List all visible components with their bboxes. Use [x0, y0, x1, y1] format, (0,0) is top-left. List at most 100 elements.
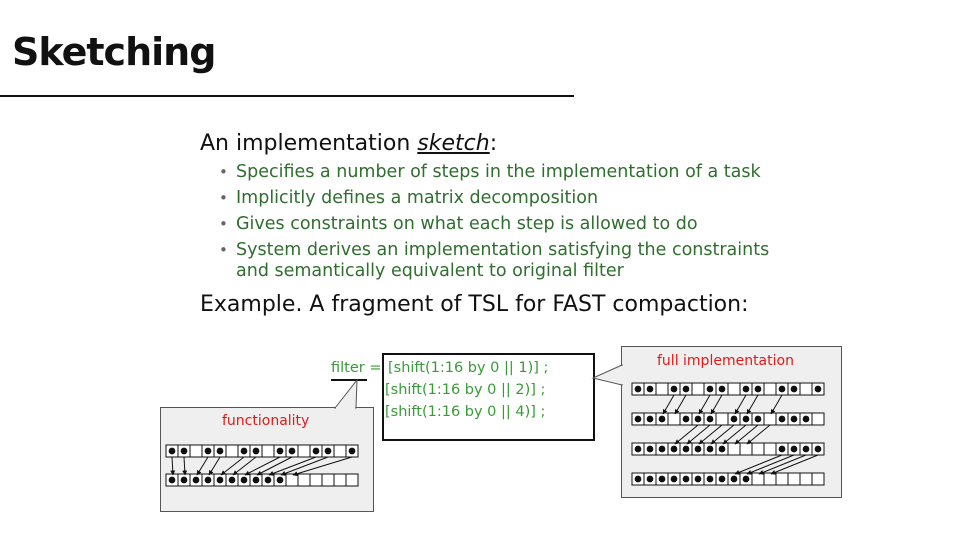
element-dot [646, 445, 654, 453]
array-cell [297, 473, 311, 487]
move-arrow [674, 424, 699, 445]
array-cell [751, 472, 765, 486]
element-dot [658, 445, 666, 453]
move-arrow [746, 454, 795, 475]
bullet-item: •Implicitly defines a matrix decompositi… [216, 188, 776, 209]
element-dot [276, 447, 284, 455]
code-line: [shift(1:16 by 0 || 2)] ; [385, 382, 546, 398]
element-dot [204, 447, 212, 455]
functionality-diagram [165, 444, 359, 487]
move-arrow [746, 424, 771, 445]
array-cell [763, 412, 777, 426]
element-dot [204, 476, 212, 484]
element-dot [718, 475, 726, 483]
array-cell [811, 412, 825, 426]
bullet-list: •Specifies a number of steps in the impl… [216, 162, 776, 287]
element-dot [718, 445, 726, 453]
implementation-diagram [631, 382, 825, 486]
array-cell [811, 472, 825, 486]
code-line: [shift(1:16 by 0 || 1)] ; [388, 360, 549, 376]
bullet-dot-icon: • [219, 163, 228, 181]
array-cell [225, 444, 239, 458]
code-box [382, 353, 595, 441]
slide-title: Sketching [12, 30, 216, 74]
element-dot [778, 385, 786, 393]
move-arrow [758, 454, 807, 475]
array-cell [751, 442, 765, 456]
array-row [631, 412, 825, 426]
intro-line: An implementation sketch: [200, 131, 497, 156]
element-dot [742, 385, 750, 393]
element-dot [288, 447, 296, 455]
title-divider [0, 95, 574, 97]
array-cell [309, 473, 323, 487]
move-arrow [710, 394, 723, 415]
element-dot [706, 385, 714, 393]
element-dot [754, 385, 762, 393]
array-cell [189, 444, 203, 458]
move-arrow [196, 456, 209, 476]
bullet-dot-icon: • [219, 215, 228, 233]
element-dot [682, 415, 690, 423]
element-dot [742, 415, 750, 423]
element-dot [694, 415, 702, 423]
move-arrow [268, 456, 317, 476]
element-dot [634, 415, 642, 423]
functionality-callout-pointer [333, 378, 358, 409]
move-arrow [722, 424, 747, 445]
array-row [631, 382, 825, 396]
example-heading: Example. A fragment of TSL for FAST comp… [200, 292, 749, 317]
element-dot [168, 476, 176, 484]
array-cell [655, 382, 669, 396]
element-dot [790, 415, 798, 423]
element-dot [790, 445, 798, 453]
element-dot [252, 447, 260, 455]
element-dot [706, 475, 714, 483]
array-cell [739, 442, 753, 456]
move-arrow [746, 394, 759, 415]
element-dot [634, 445, 642, 453]
bullet-dot-icon: • [219, 189, 228, 207]
element-dot [348, 447, 356, 455]
element-dot [658, 415, 666, 423]
move-arrow [256, 456, 293, 476]
element-dot [754, 415, 762, 423]
element-dot [252, 476, 260, 484]
move-arrow [710, 424, 735, 445]
element-dot [216, 447, 224, 455]
element-dot [634, 475, 642, 483]
element-dot [180, 476, 188, 484]
move-arrow [674, 394, 687, 415]
move-arrow [170, 456, 176, 476]
array-cell [799, 382, 813, 396]
move-arrow [734, 394, 747, 415]
move-arrow [698, 424, 723, 445]
element-dot [730, 415, 738, 423]
element-dot [324, 447, 332, 455]
element-dot [216, 476, 224, 484]
array-row [165, 444, 359, 458]
intro-suffix: : [489, 131, 498, 156]
element-dot [778, 415, 786, 423]
array-row [165, 473, 359, 487]
array-cell [763, 442, 777, 456]
array-cell [333, 473, 347, 487]
bullet-text: System derives an implementation satisfy… [236, 240, 770, 281]
bullet-dot-icon: • [219, 241, 228, 259]
array-cell [345, 473, 359, 487]
code-line: [shift(1:16 by 0 || 4)] ; [385, 404, 546, 420]
element-dot [706, 415, 714, 423]
move-arrow [244, 456, 281, 476]
move-arrow [232, 456, 257, 476]
array-cell [799, 472, 813, 486]
element-dot [682, 445, 690, 453]
move-arrow [292, 456, 353, 477]
element-dot [240, 447, 248, 455]
element-dot [670, 445, 678, 453]
element-dot [264, 476, 272, 484]
array-row [631, 472, 825, 486]
functionality-label: functionality [222, 413, 310, 429]
filter-label: filter = [331, 360, 382, 376]
bullet-item: • System derives an implementation satisf… [216, 240, 776, 282]
bullet-text: Gives constraints on what each step is a… [236, 214, 698, 234]
